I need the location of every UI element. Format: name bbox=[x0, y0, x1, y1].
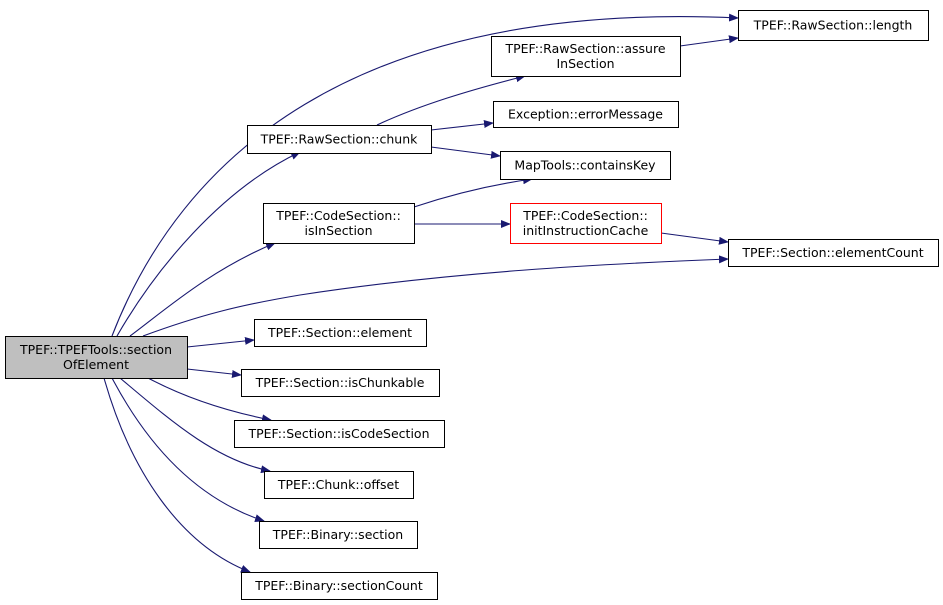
node-box bbox=[510, 203, 662, 244]
node-box bbox=[247, 125, 432, 154]
edge-code-initcache-to-section-elementcount bbox=[660, 232, 729, 245]
edge-raw-assure-to-raw-length bbox=[679, 35, 739, 47]
node-label-line: OfElement bbox=[63, 357, 129, 372]
node-binary-sectioncount[interactable]: TPEF::Binary::sectionCount bbox=[241, 572, 438, 600]
node-label-line: MapTools::containsKey bbox=[514, 158, 656, 173]
node-binary-section[interactable]: TPEF::Binary::section bbox=[259, 521, 418, 549]
edge-root-to-section-ischunkable bbox=[186, 368, 242, 378]
node-box bbox=[500, 151, 671, 180]
node-box bbox=[728, 239, 939, 267]
edge-root-to-raw-length bbox=[111, 13, 739, 337]
node-section-elementcount[interactable]: TPEF::Section::elementCount bbox=[728, 239, 939, 267]
node-label-line: TPEF::Binary::section bbox=[272, 527, 403, 542]
node-label-line: initInstructionCache bbox=[523, 223, 649, 238]
node-label-line: TPEF::RawSection::chunk bbox=[260, 132, 419, 147]
node-box bbox=[493, 101, 679, 128]
node-label-line: TPEF::Binary::sectionCount bbox=[254, 578, 423, 593]
node-box bbox=[263, 203, 415, 244]
edge-root-to-raw-chunk bbox=[116, 151, 301, 337]
node-label-line: Exception::errorMessage bbox=[508, 107, 663, 122]
edge-root-to-binary-section bbox=[111, 377, 265, 522]
edge-code-isinsection-to-maptools-containskey bbox=[413, 176, 533, 208]
edge-root-to-section-element bbox=[186, 336, 255, 348]
node-label-line: TPEF::TPEFTools::section bbox=[19, 342, 172, 357]
node-box bbox=[234, 420, 445, 448]
node-label-line: TPEF::Section::element bbox=[267, 325, 412, 340]
node-raw-chunk[interactable]: TPEF::RawSection::chunk bbox=[247, 125, 432, 154]
node-box bbox=[738, 10, 929, 41]
node-label-line: isInSection bbox=[304, 223, 372, 238]
node-label-line: TPEF::CodeSection:: bbox=[522, 208, 648, 223]
edge-root-to-code-isinsection bbox=[129, 242, 276, 337]
node-code-initcache[interactable]: TPEF::CodeSection::initInstructionCache bbox=[510, 203, 662, 244]
node-exception-errormessage[interactable]: Exception::errorMessage bbox=[493, 101, 679, 128]
edges bbox=[103, 13, 739, 573]
node-box bbox=[259, 521, 418, 549]
node-label-line: TPEF::RawSection::assure bbox=[504, 41, 665, 56]
edge-root-to-section-elementcount bbox=[142, 255, 729, 337]
edge-raw-chunk-to-raw-assure bbox=[376, 74, 526, 126]
node-box bbox=[254, 319, 427, 347]
node-box bbox=[5, 336, 188, 379]
node-section-iscodesection[interactable]: TPEF::Section::isCodeSection bbox=[234, 420, 445, 448]
node-chunk-offset[interactable]: TPEF::Chunk::offset bbox=[264, 471, 414, 499]
node-code-isinsection[interactable]: TPEF::CodeSection::isInSection bbox=[263, 203, 415, 244]
node-label-line: TPEF::RawSection::length bbox=[753, 18, 913, 33]
node-box bbox=[491, 36, 681, 77]
node-label-line: InSection bbox=[556, 56, 614, 71]
node-section-ischunkable[interactable]: TPEF::Section::isChunkable bbox=[241, 369, 440, 397]
edge-root-to-section-iscodesection bbox=[147, 377, 272, 423]
node-section-element[interactable]: TPEF::Section::element bbox=[254, 319, 427, 347]
node-label-line: TPEF::Section::isCodeSection bbox=[247, 426, 429, 441]
node-maptools-containskey[interactable]: MapTools::containsKey bbox=[500, 151, 671, 180]
node-label-line: TPEF::Chunk::offset bbox=[277, 477, 399, 492]
edge-root-to-chunk-offset bbox=[119, 377, 271, 474]
node-raw-length[interactable]: TPEF::RawSection::length bbox=[738, 10, 929, 41]
edge-raw-chunk-to-exception-errormessage bbox=[430, 120, 494, 131]
node-box bbox=[241, 369, 440, 397]
node-label-line: TPEF::CodeSection:: bbox=[275, 208, 401, 223]
node-box bbox=[264, 471, 414, 499]
edge-root-to-binary-sectioncount bbox=[103, 377, 251, 573]
node-label-line: TPEF::Section::isChunkable bbox=[255, 375, 425, 390]
edge-raw-chunk-to-maptools-containskey bbox=[430, 146, 501, 159]
node-label-line: TPEF::Section::elementCount bbox=[741, 245, 923, 260]
node-box bbox=[241, 572, 438, 600]
